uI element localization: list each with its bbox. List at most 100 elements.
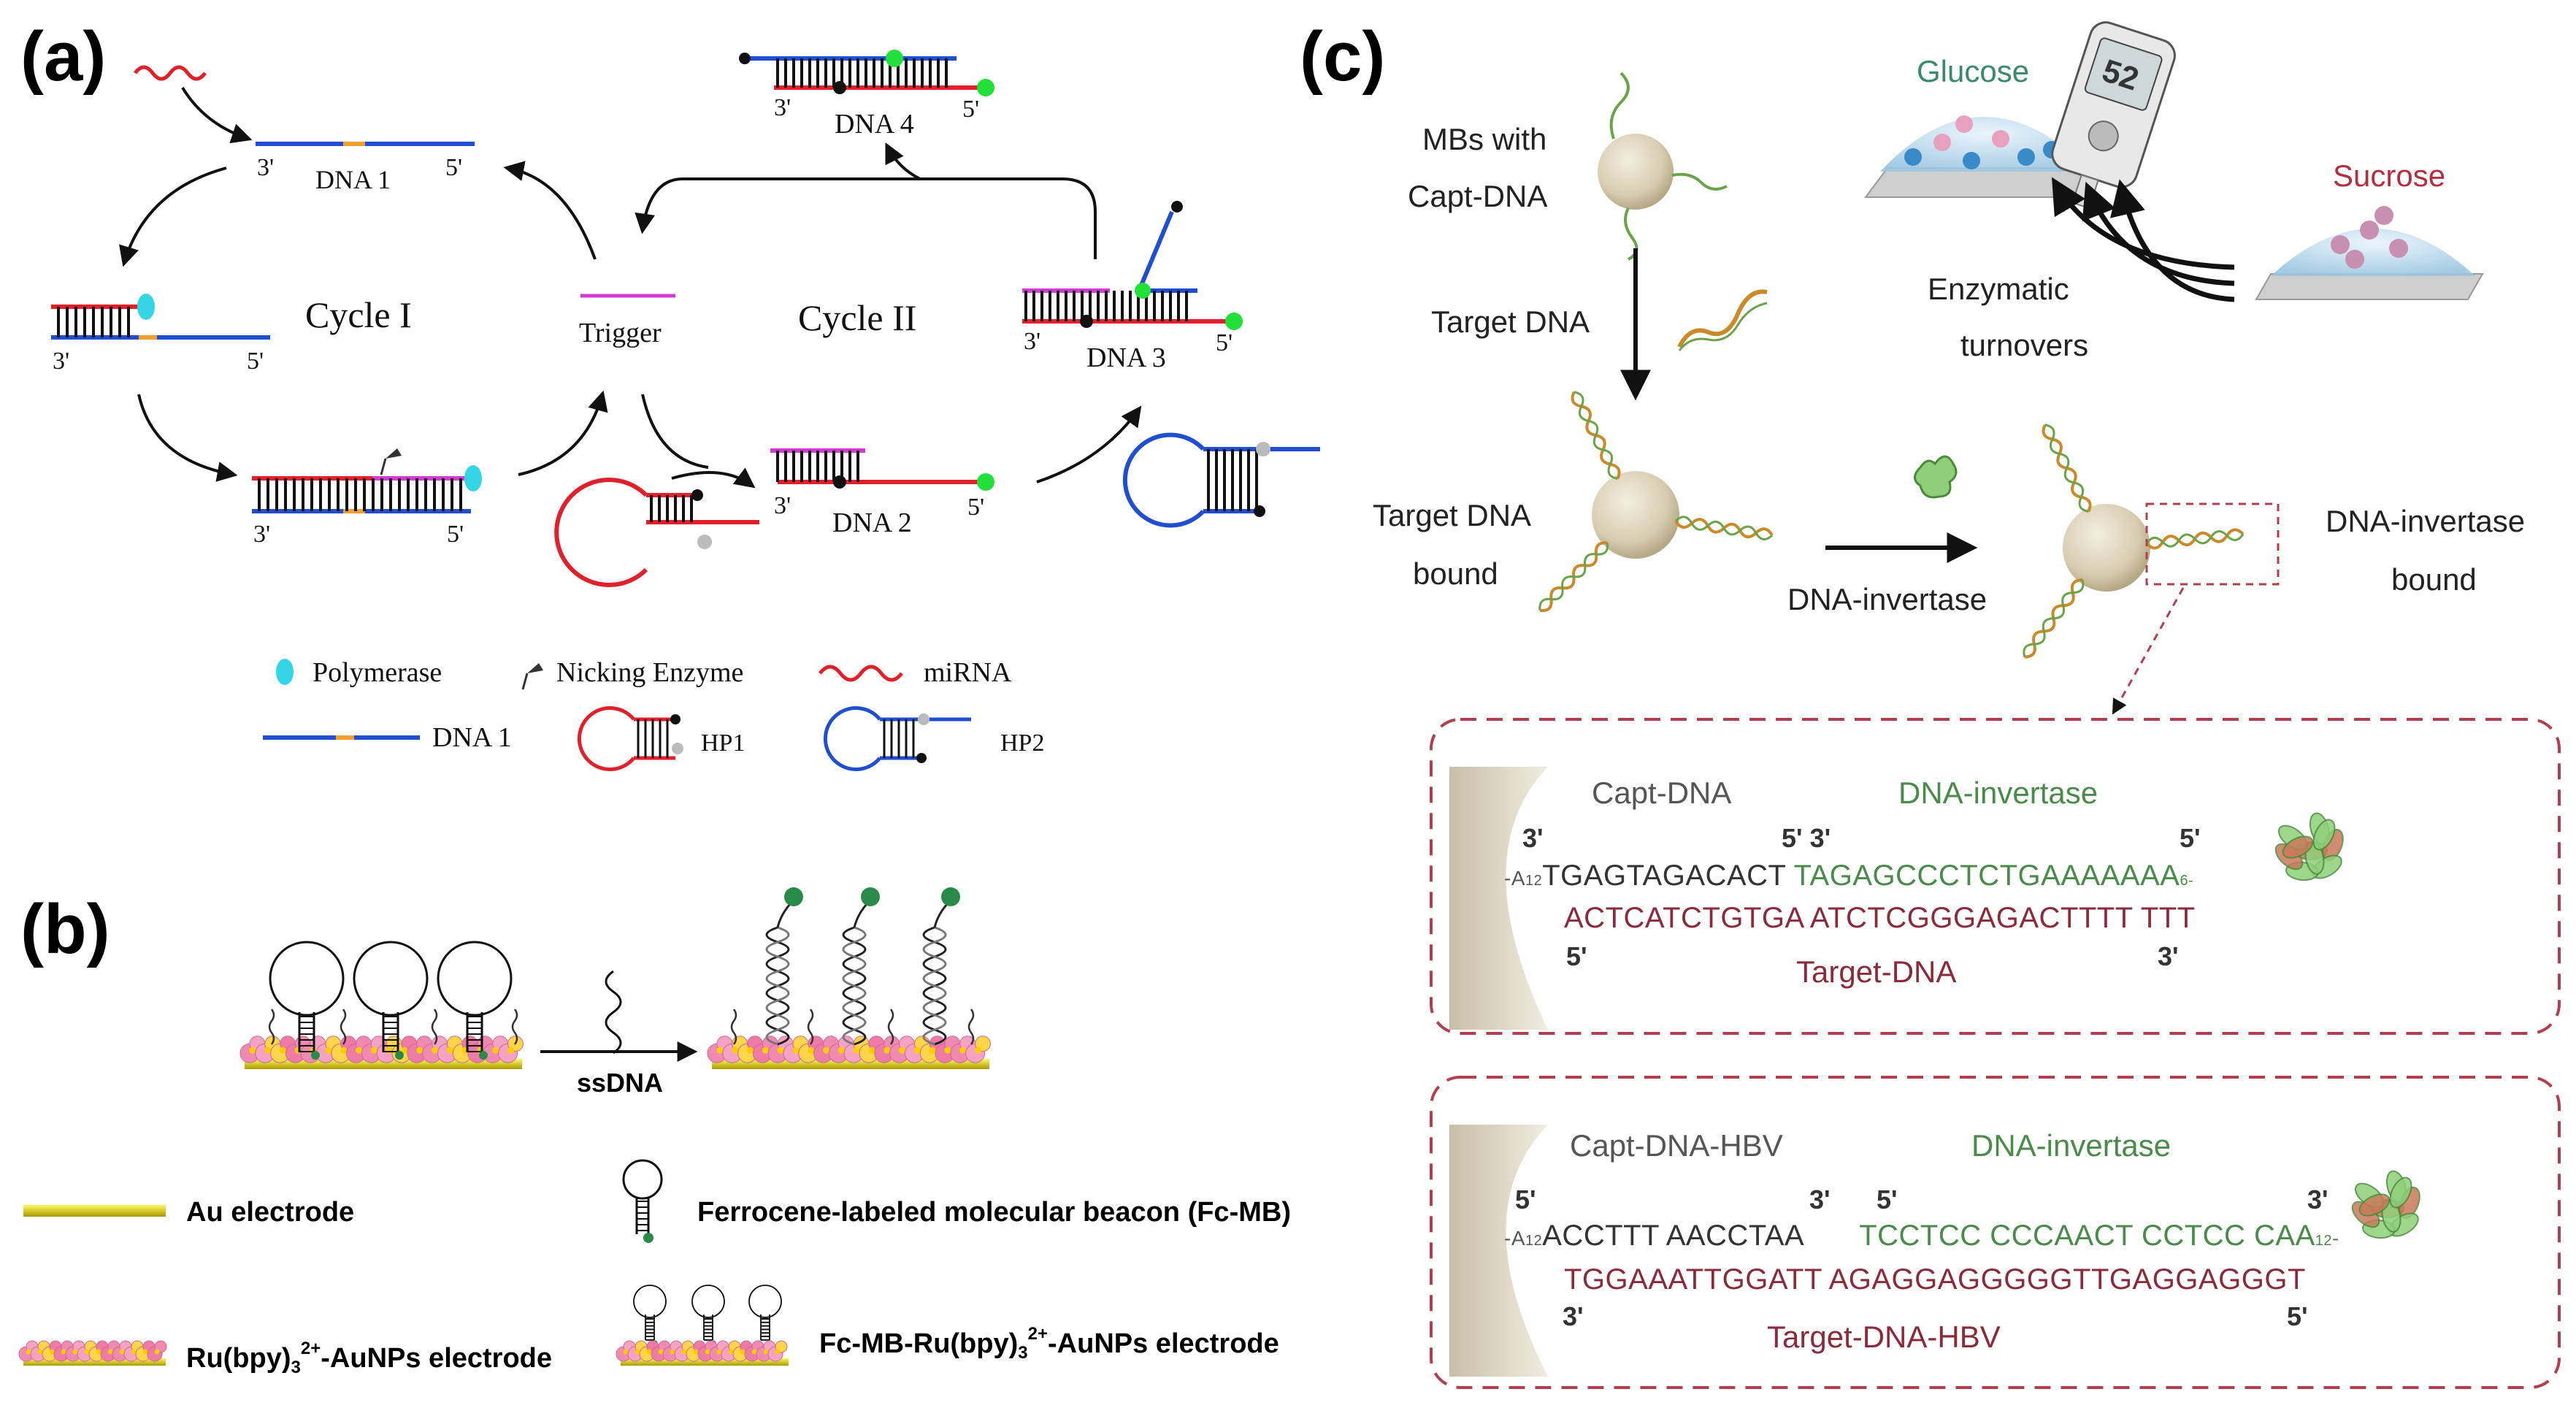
aunp-core	[507, 1047, 515, 1054]
aunp-core	[142, 1349, 148, 1355]
label-dna2: DNA 2	[832, 508, 912, 538]
label-invertase-bound-1: DNA-invertase	[2326, 504, 2525, 538]
box1-top-suffix: 6-	[2180, 873, 2193, 889]
box2-end-5b: 5'	[1877, 1185, 1898, 1214]
label-dna3: DNA 3	[1086, 343, 1166, 373]
aunp-core	[775, 1349, 781, 1355]
aunp-core	[974, 1047, 982, 1054]
aunp-core	[728, 1349, 734, 1355]
aunp-core	[853, 1047, 860, 1054]
invertase-protein-icon-1	[2274, 812, 2344, 881]
helix-strand	[1538, 543, 1609, 611]
sucrose-dot	[2331, 235, 2350, 254]
probe-squiggle	[340, 1009, 347, 1045]
glucose-dot	[1963, 152, 1980, 169]
label-cycle-2: Cycle II	[798, 297, 916, 338]
panel-a: (a) 3' 5' DNA 1 3' 5' Cycle I	[20, 18, 1320, 771]
target-dna-strand-icon-2	[1678, 302, 1768, 351]
nicking-enzyme-icon	[380, 448, 402, 475]
sequence-box-1: Capt-DNA DNA-invertase 3' 5' 3' 5' -A12T…	[1430, 718, 2561, 1035]
glucose-meter-icon: 52	[2051, 21, 2176, 210]
arrow-dna3-to-trigger	[635, 177, 1097, 259]
legend-mirna: miRNA	[924, 657, 1012, 688]
dna3-end-5: 5'	[1216, 329, 1233, 356]
helix-strand	[2145, 530, 2245, 548]
box1-end-5b: 5'	[2180, 823, 2201, 853]
arrow-dna2-to-dna3	[1036, 405, 1142, 483]
helix-strand	[842, 926, 867, 1046]
aunp-core	[763, 1349, 769, 1355]
aunp-core	[623, 1349, 629, 1355]
glucose-dot	[1992, 130, 2009, 148]
nick-end-3: 3'	[253, 521, 270, 548]
aunp-core	[431, 1047, 439, 1054]
ferrocene-dot	[311, 1051, 320, 1060]
helix-strand	[2044, 424, 2089, 513]
dna4-end-5: 5'	[962, 96, 979, 123]
mirna-strand	[134, 65, 207, 81]
box1-top-black: TGAGTAGACACT	[1542, 860, 1793, 892]
legend-ru-sub: 3	[291, 1358, 301, 1377]
beacon-loop	[353, 941, 429, 1017]
label-trigger: Trigger	[579, 318, 662, 348]
probe-squiggle	[268, 1009, 275, 1045]
hp2-legend-icon	[823, 706, 971, 771]
aunp-core	[929, 1047, 936, 1054]
box1-capt-label: Capt-DNA	[1592, 776, 1731, 810]
arrow-dna1-to-polymerase	[119, 167, 227, 267]
aunp-core	[883, 1047, 891, 1054]
helix-tail	[933, 900, 951, 928]
aunp-core	[670, 1349, 675, 1355]
legend-ru-sup: 2+	[301, 1339, 321, 1358]
aunp-core	[84, 1349, 90, 1355]
aunp-core	[808, 1047, 815, 1054]
box2-end-3b: 3'	[2307, 1185, 2328, 1214]
label-sucrose: Sucrose	[2333, 158, 2445, 193]
dna4-end-3: 3'	[774, 94, 791, 121]
hp2-hairpin	[1122, 432, 1320, 528]
arrow-trigger-to-hp1	[641, 394, 709, 469]
aunp-core	[837, 1047, 845, 1054]
arrow-to-nicking	[137, 394, 238, 482]
box2-b-end-5: 5'	[2287, 1301, 2308, 1331]
aunp-core	[154, 1349, 160, 1355]
arrow-trigger-to-dna1	[503, 161, 597, 260]
nick-end-5: 5'	[447, 521, 464, 548]
zoom-box	[2145, 502, 2280, 586]
box1-bottom-sequence: ACTCATCTGTGA ATCTCGGGAGACTTTT TTT	[1564, 902, 2196, 934]
aunp-core	[401, 1047, 408, 1054]
box2-top-prefix: -A	[1504, 1227, 1525, 1250]
glucose-dot	[1933, 134, 1951, 151]
aunp-core	[49, 1349, 55, 1355]
aunp-core	[646, 1349, 652, 1355]
protein-fold	[2282, 835, 2314, 859]
polymerase-duplex	[51, 294, 270, 340]
label-ssdna: ssDNA	[577, 1068, 663, 1098]
label-enzymatic: Enzymatic	[1928, 272, 2069, 306]
aunp-core	[944, 1047, 951, 1054]
dna2-end-5: 5'	[967, 494, 984, 521]
dna4-duplex	[739, 50, 994, 96]
legend-nicking: Nicking Enzyme	[556, 657, 743, 688]
legend-polymerase: Polymerase	[313, 657, 442, 688]
mb-bead-capt	[1598, 72, 1728, 261]
dna3-end-3: 3'	[1024, 328, 1040, 355]
probe-squiggle	[967, 1009, 975, 1045]
legend-ru-rest: -AuNPs electrode	[321, 1343, 552, 1374]
aunp-core	[370, 1047, 377, 1054]
legend-hp2: HP2	[1000, 730, 1044, 757]
label-mbs-line1: MBs with	[1422, 122, 1546, 156]
box1-top-prefix: -A	[1504, 867, 1525, 889]
legend-fcmb-ru-sub: 3	[1018, 1343, 1027, 1363]
box2-top-sub2: 12	[2315, 1233, 2332, 1249]
probe-squiggle	[730, 1009, 737, 1045]
legend-ru-text: Ru(bpy)	[186, 1343, 291, 1374]
legend-dna1: DNA 1	[432, 722, 512, 753]
aunp-core	[416, 1047, 423, 1054]
label-target-bound-2: bound	[1413, 556, 1498, 591]
box1-invertase-label: DNA-invertase	[1898, 776, 2098, 810]
aunp-core	[249, 1047, 256, 1054]
aunp-core	[959, 1047, 967, 1054]
